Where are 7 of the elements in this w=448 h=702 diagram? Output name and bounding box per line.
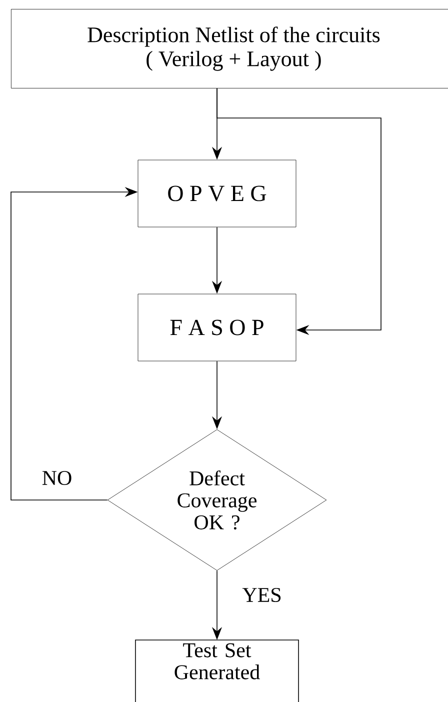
process-box: Description Netlist of the circuits ( Verilog + Layout ) <box>11 9 448 88</box>
edge-label: NO <box>40 470 74 486</box>
arrow <box>216 88 382 336</box>
edge-label: YES <box>241 586 283 604</box>
process-box: Test Set Generated <box>135 640 299 702</box>
process-box: F A S O P <box>138 294 296 362</box>
process-box: O P V E G <box>138 160 296 228</box>
